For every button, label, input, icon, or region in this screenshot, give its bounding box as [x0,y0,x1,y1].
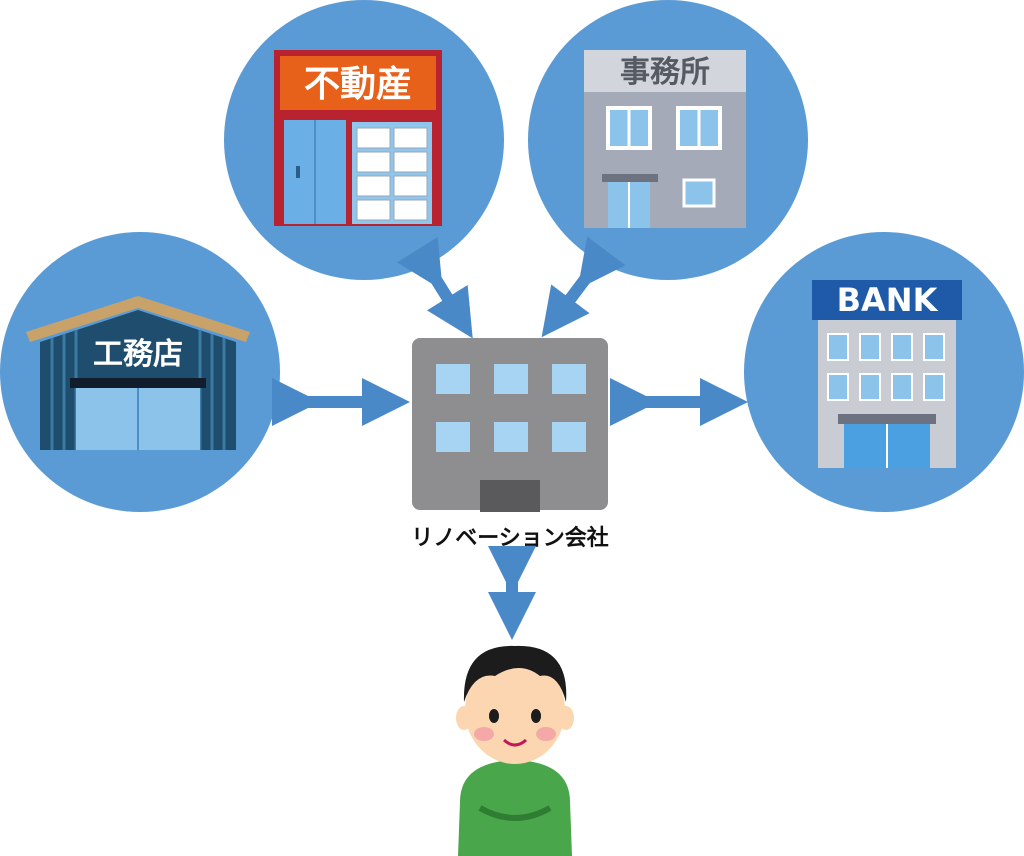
office-sign-text: 事務所 [620,55,710,90]
customer-person-icon [456,645,574,856]
contractor-warehouse-icon: 工務店 [26,296,250,450]
office-building-icon: 事務所 [584,50,746,228]
bank-building-icon: BANK [812,280,962,468]
bank-sign-text: BANK [837,281,939,319]
renovation-company-building-icon [412,338,608,512]
arrow-office [541,236,626,338]
real-estate-sign-text: 不動産 [304,64,412,105]
arrow-real-estate [396,236,473,339]
contractor-sign-text: 工務店 [93,337,183,372]
real-estate-building-icon: 不動産 [274,50,442,226]
